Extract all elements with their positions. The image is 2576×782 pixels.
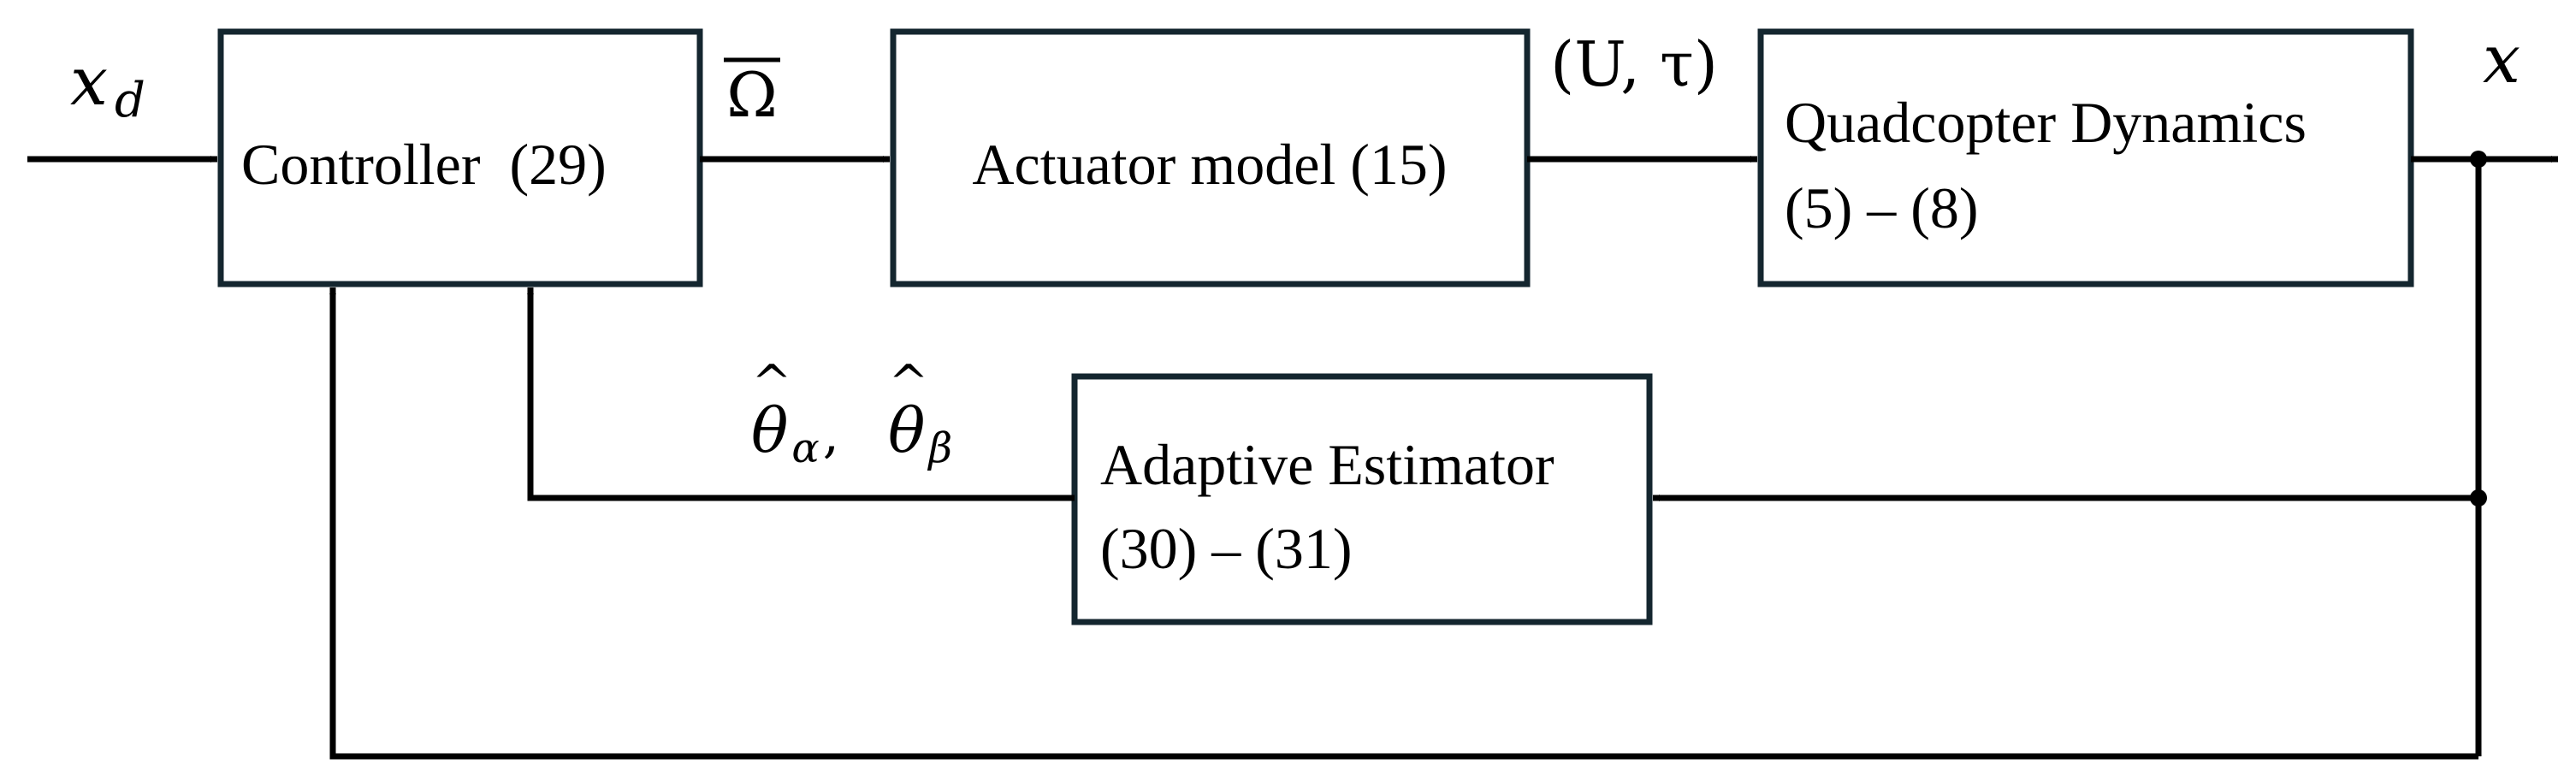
estimates-feedback-arrow — [527, 287, 1075, 501]
omega-signal-label: Ω — [724, 57, 780, 131]
dynamics-label-line1: Quadcopter Dynamics — [1785, 90, 2307, 155]
dynamics-block: Quadcopter Dynamics (5) – (8) — [1757, 28, 2414, 287]
theta-beta-hat: ^ — [889, 355, 929, 411]
controller-label: Controller (29) — [241, 132, 607, 197]
estimator-label-line2: (30) – (31) — [1100, 516, 1353, 581]
theta-beta: θβ — [888, 394, 952, 472]
theta-alpha: θα, — [751, 394, 839, 472]
estimator-junction-dot — [2470, 489, 2487, 507]
dynamics-label-line2: (5) – (8) — [1785, 175, 1979, 240]
controller-block: Controller (29) — [217, 28, 703, 287]
theta-alpha-hat: ^ — [752, 355, 792, 411]
actuator-label: Actuator model (15) — [972, 132, 1447, 197]
svg-text:Ω: Ω — [726, 59, 778, 131]
estimator-block: Adaptive Estimator (30) – (31) — [1071, 373, 1653, 625]
actuator-block: Actuator model (15) — [890, 28, 1531, 287]
control-signal-label: (U, τ) — [1550, 28, 1718, 100]
estimates-signal-label: ^ θα, ^ θβ — [751, 355, 952, 472]
state-feedback-arrow — [329, 287, 2478, 760]
estimator-label-line1: Adaptive Estimator — [1100, 432, 1554, 497]
output-signal-label: x — [2483, 21, 2520, 98]
output-junction-dot — [2470, 151, 2487, 168]
